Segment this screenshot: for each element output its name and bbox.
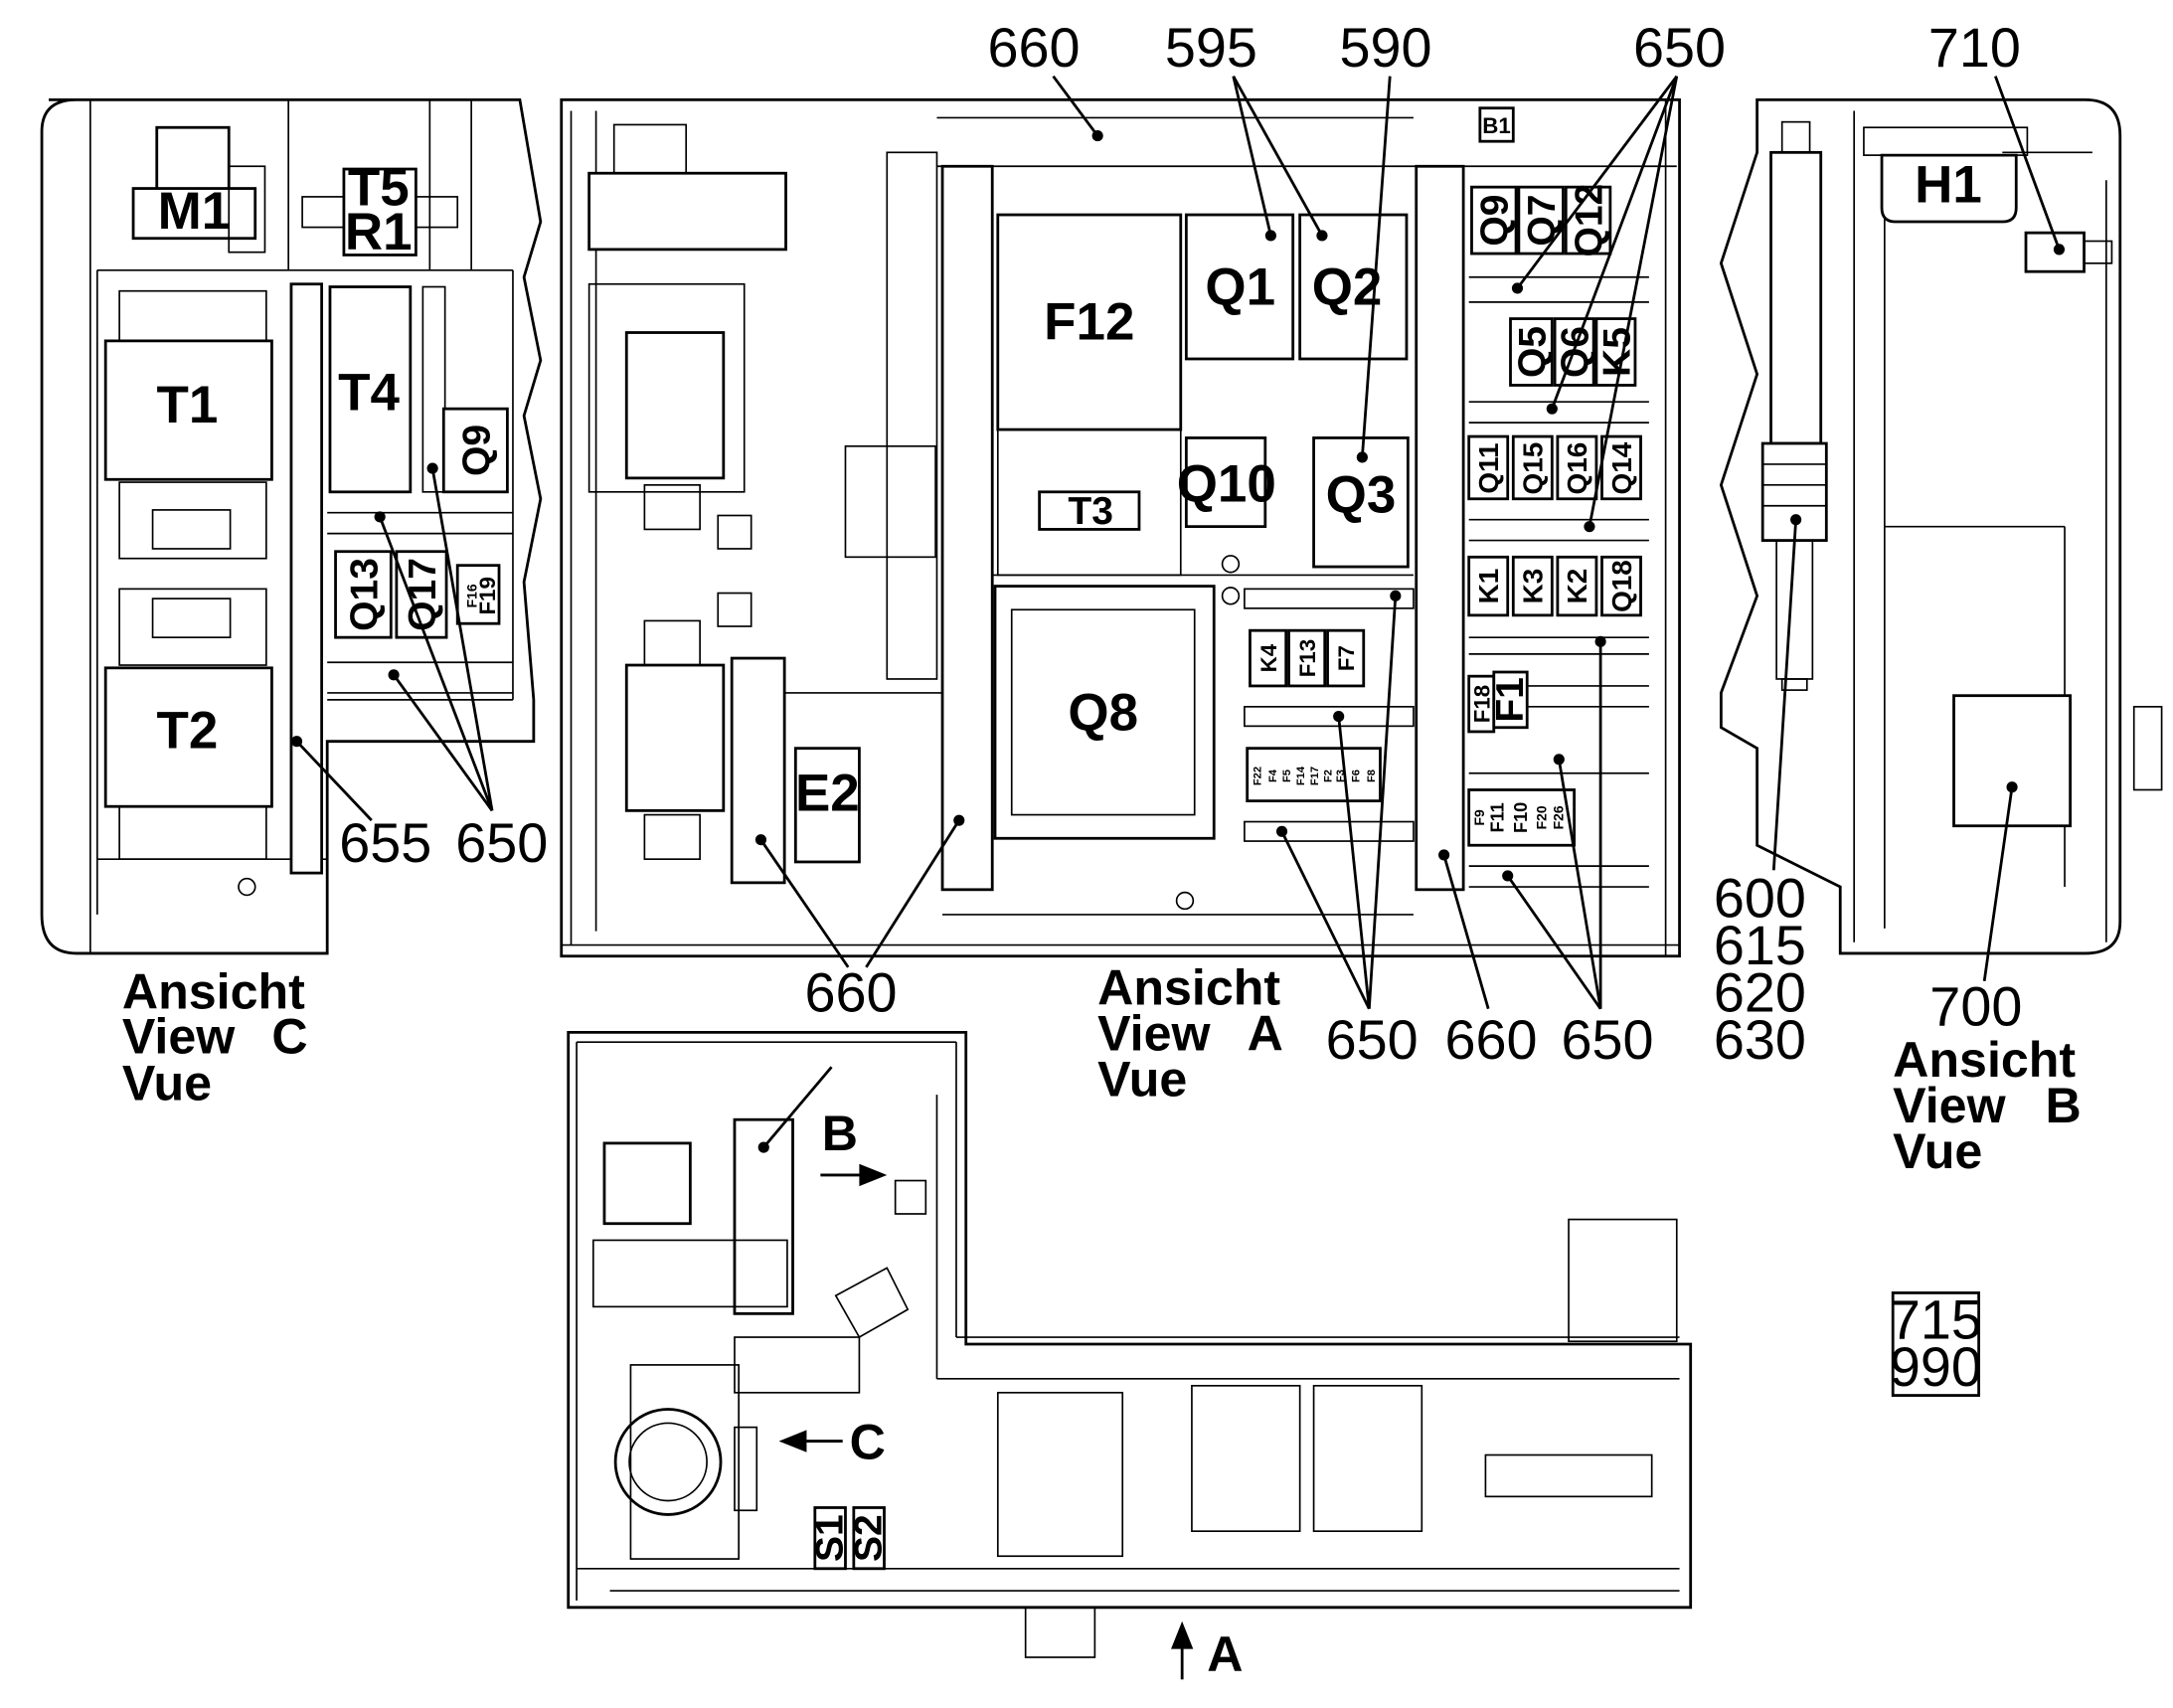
view-a-q5-label: Q5 (1511, 326, 1554, 378)
view-a-q15-label: Q15 (1518, 442, 1549, 495)
view-a-callout-660-right: 660 (1444, 1009, 1537, 1071)
view-a-k4-label: K4 (1256, 643, 1281, 672)
view-b-callout-620: 620 (1714, 961, 1806, 1023)
view-a-f7-label: F7 (1334, 645, 1359, 671)
view-c-f19-label: F19 (475, 577, 500, 614)
view-a-f1-label: F1 (1489, 677, 1532, 723)
view-b-label-vue: Vue (1893, 1123, 1982, 1179)
view-a-q8-label: Q8 (1068, 684, 1138, 743)
view-a-f8-label: F8 (1366, 769, 1378, 782)
view-a-f11-label: F11 (1488, 802, 1508, 832)
view-b-label-ansicht: Ansicht (1893, 1032, 2076, 1088)
view-a-f2-label: F2 (1323, 769, 1335, 782)
plan-arrow-b-label: B (822, 1106, 858, 1161)
arrow-b-icon (859, 1163, 888, 1187)
view-a-f6-label: F6 (1351, 769, 1363, 782)
view-a-b1-label: B1 (1482, 113, 1511, 138)
view-c-m1-label: M1 (158, 182, 232, 241)
view-a-f13-label: F13 (1295, 639, 1320, 677)
view-a-label-view: View (1097, 1006, 1211, 1062)
view-c-label-letter: C (271, 1008, 307, 1064)
view-a-q7-label: Q7 (1521, 195, 1564, 247)
view-c-f16-label: F16 (464, 584, 480, 607)
view-a-label-letter: A (1248, 1006, 1283, 1062)
view-a-f4-label: F4 (1267, 769, 1279, 782)
view-c-label-vue: Vue (122, 1056, 212, 1111)
view-a-f14-label: F14 (1295, 766, 1307, 785)
view-a-q18-label: Q18 (1606, 560, 1637, 612)
view-c-r1-label: R1 (345, 203, 413, 261)
view-a-panel: E2 B1 F12 T3 Q1 Q2 Q10 Q3 Q8 K4 F13 F7 F… (560, 17, 1726, 1108)
view-a-f10-label: F10 (1511, 802, 1531, 833)
plan-view: S1 S2 B C A (567, 1030, 1693, 1682)
view-c-t1-label: T1 (157, 376, 219, 434)
view-a-callout-595: 595 (1165, 17, 1257, 79)
view-a-k5-label: K5 (1595, 327, 1638, 377)
view-c-t2-label: T2 (157, 702, 219, 761)
view-a-f22-label: F22 (1253, 767, 1264, 785)
view-a-f12-label: F12 (1044, 292, 1134, 351)
plan-s1-label: S1 (809, 1514, 852, 1562)
plan-arrow-a-label: A (1207, 1626, 1243, 1682)
view-a-label-vue: Vue (1097, 1052, 1187, 1108)
view-a-small-fuse-row: F22 F4 F5 F14 F17 F2 F3 F6 F8 (1253, 766, 1378, 785)
arrow-a-icon (1171, 1621, 1194, 1649)
view-a-label-ansicht: Ansicht (1097, 960, 1280, 1016)
view-c-t5-label: T5 (348, 158, 410, 217)
view-b-label-letter: B (2046, 1078, 2082, 1133)
view-a-q11-label: Q11 (1473, 443, 1504, 494)
view-a-k1-label: K1 (1473, 569, 1504, 604)
view-b-label-view: View (1893, 1078, 2006, 1133)
view-c-callout-650: 650 (455, 812, 548, 874)
view-c-q13-label: Q13 (343, 558, 386, 631)
view-c-q9-label: Q9 (455, 425, 498, 476)
view-a-callout-650-top: 650 (1633, 17, 1726, 79)
view-b-callout-630: 630 (1714, 1009, 1806, 1071)
view-a-callout-660-top: 660 (988, 17, 1081, 79)
plan-arrow-c-label: C (850, 1415, 886, 1470)
view-c-label-view: View (122, 1008, 236, 1064)
view-a-q10-label: Q10 (1177, 455, 1276, 514)
view-c-callout-655: 655 (339, 812, 431, 874)
view-a-callout-660-left: 660 (805, 961, 898, 1023)
view-c-panel: M1 T5 R1 T1 T2 T4 Q9 Q13 Q17 F16 F19 655… (40, 97, 548, 1111)
view-b-callout-700: 700 (1929, 975, 2022, 1037)
view-c-q17-label: Q17 (402, 558, 444, 631)
view-a-e2-label: E2 (795, 764, 860, 822)
view-a-t3-label: T3 (1068, 490, 1113, 533)
view-a-callout-590: 590 (1340, 17, 1432, 79)
view-c-label-ansicht: Ansicht (122, 964, 305, 1020)
view-a-k3-label: K3 (1518, 569, 1549, 604)
view-a-q2-label: Q2 (1312, 258, 1383, 317)
view-a-q3-label: Q3 (1326, 466, 1397, 525)
view-b-h1-label: H1 (1915, 155, 1982, 214)
view-b-panel: H1 710 600 615 620 630 700 Ansicht View … (1714, 17, 2163, 1179)
reference-number-box: 715 990 (1890, 1288, 1982, 1397)
view-a-f9-label: F9 (1471, 809, 1487, 826)
view-a-f5-label: F5 (1281, 769, 1293, 782)
view-a-q14-label: Q14 (1606, 441, 1637, 494)
view-b-callout-615: 615 (1714, 915, 1806, 976)
view-b-callout-600: 600 (1714, 868, 1806, 930)
view-a-f17-label: F17 (1309, 767, 1321, 785)
view-a-callout-650-right: 650 (1562, 1009, 1654, 1071)
ref-box-990: 990 (1890, 1336, 1982, 1398)
view-a-q12-label: Q12 (1568, 184, 1610, 257)
arrow-c-icon (778, 1430, 807, 1452)
view-a-q16-label: Q16 (1562, 442, 1592, 495)
view-c-t4-label: T4 (338, 364, 400, 423)
view-a-q1-label: Q1 (1205, 258, 1275, 317)
view-a-callout-650-mid: 650 (1326, 1009, 1419, 1071)
view-a-q9-label: Q9 (1474, 195, 1517, 247)
ref-box-715: 715 (1890, 1288, 1982, 1350)
view-a-k2-label: K2 (1562, 569, 1592, 604)
view-a-f20-label: F20 (1534, 805, 1550, 829)
plan-s2-label: S2 (848, 1514, 891, 1562)
view-a-f26-label: F26 (1550, 805, 1566, 829)
view-b-callout-710: 710 (1928, 17, 2021, 79)
view-a-q6-label: Q6 (1555, 326, 1597, 378)
view-a-f18-label: F18 (1470, 685, 1495, 723)
